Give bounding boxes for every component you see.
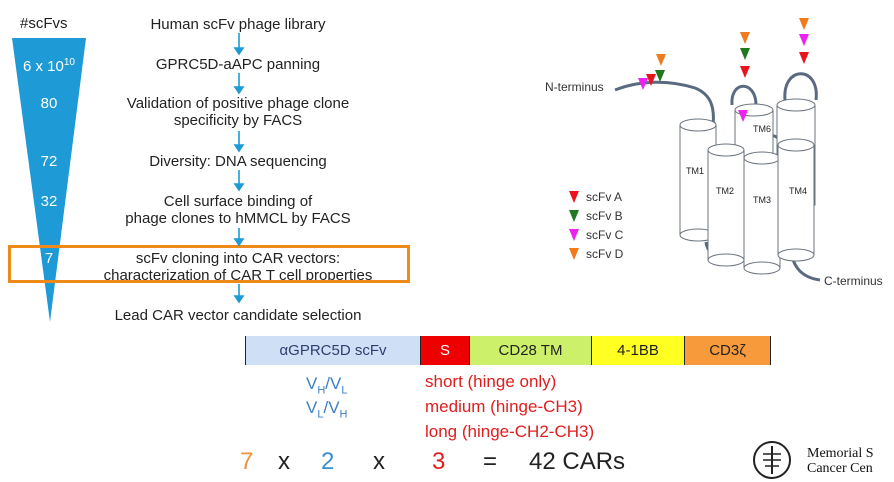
legend-scfv-b: scFv B — [568, 209, 623, 223]
marker-b2 — [740, 48, 750, 60]
legend-scfv-d: scFv D — [568, 247, 623, 261]
equation-equals: = — [483, 448, 498, 475]
tm6-label: TM6 — [753, 124, 771, 134]
helix-tm2 — [707, 143, 745, 267]
marker-d3 — [799, 18, 809, 30]
gprc5d-receptor-diagram — [614, 18, 821, 282]
count-library: 6 x 1010 — [14, 57, 84, 75]
construct-41bb: 4-1BB — [592, 336, 685, 365]
c-terminus-label: C-terminus — [824, 274, 883, 288]
count-library-base: 6 x 10 — [23, 58, 64, 75]
variant-vh-vl: VH/VL — [306, 374, 348, 397]
scfvs-header: #scFvs — [20, 15, 68, 32]
marker-b — [655, 70, 665, 82]
legend-label-a: scFv A — [586, 190, 623, 204]
highlight-box — [8, 245, 410, 283]
tm2-label: TM2 — [716, 186, 734, 196]
logo-text-line1: Memorial S — [807, 446, 874, 461]
institution-logo-icon — [753, 441, 791, 479]
construct-cd28tm: CD28 TM — [470, 336, 592, 365]
funnel-triangle — [12, 38, 86, 322]
logo-text-line2: Cancer Cen — [807, 461, 873, 476]
step-cloning: scFv cloning into CAR vectors: character… — [88, 250, 388, 284]
flow-arrows — [233, 33, 245, 304]
step-diversity: Diversity: DNA sequencing — [149, 153, 327, 170]
count-diversity: 72 — [40, 153, 58, 170]
marker-a3 — [799, 52, 809, 64]
spacer-long: long (hinge-CH2-CH3) — [425, 422, 595, 441]
spacer-medium: medium (hinge-CH3) — [425, 397, 583, 416]
count-binding: 32 — [40, 193, 58, 210]
step-validation-line1: Validation of positive phage clone — [126, 95, 350, 112]
helix-tm4 — [777, 138, 815, 262]
step-binding-line2: phage clones to hMMCL by FACS — [125, 210, 351, 227]
marker-c — [638, 78, 648, 90]
legend-label-b: scFv B — [586, 209, 623, 223]
step-cloning-line2: characterization of CAR T cell propertie… — [103, 267, 373, 284]
loop-top-1 — [730, 84, 758, 106]
count-validation: 80 — [40, 95, 58, 112]
equation-times-2: x — [373, 448, 385, 475]
equation-7: 7 — [240, 448, 254, 475]
n-terminus-tail — [614, 80, 715, 126]
legend-marker-b-icon — [569, 210, 579, 222]
step-binding: Cell surface binding of phage clones to … — [88, 193, 388, 227]
n-terminus-label: N-terminus — [545, 80, 604, 94]
count-library-exponent: 10 — [63, 57, 75, 68]
count-cloning: 7 — [44, 250, 54, 267]
marker-c2 — [738, 110, 748, 122]
legend-label-c: scFv C — [586, 228, 624, 242]
equation-3: 3 — [432, 448, 446, 475]
marker-d2 — [740, 32, 750, 44]
marker-a — [646, 74, 656, 86]
legend-scfv-c: scFv C — [568, 228, 623, 242]
marker-d — [656, 54, 666, 66]
equation-2: 2 — [321, 448, 335, 475]
legend-marker-a-icon — [569, 191, 579, 203]
variant-vl-vh: VL/VH — [306, 398, 348, 421]
step-cloning-line1: scFv cloning into CAR vectors: — [135, 250, 341, 267]
step-binding-line1: Cell surface binding of — [163, 193, 313, 210]
legend-marker-d-icon — [569, 248, 579, 260]
step-validation-line2: specificity by FACS — [173, 112, 303, 129]
step-panning: GPRC5D-aAPC panning — [155, 56, 321, 73]
tm4-label: TM4 — [789, 186, 807, 196]
legend-marker-c-icon — [569, 229, 579, 241]
loop-top-2 — [783, 72, 818, 101]
construct-cd3z: CD3ζ — [685, 336, 771, 365]
legend-scfv-a: scFv A — [568, 190, 622, 204]
tm1-label: TM1 — [686, 166, 704, 176]
spacer-short: short (hinge only) — [425, 372, 557, 391]
marker-a2 — [740, 66, 750, 78]
marker-c3 — [799, 34, 809, 46]
construct-scfv: αGPRC5D scFv — [246, 336, 421, 365]
legend-label-d: scFv D — [586, 247, 624, 261]
equation-result: 42 CARs — [529, 448, 626, 475]
step-lead: Lead CAR vector candidate selection — [114, 307, 362, 324]
tm3-label: TM3 — [753, 195, 771, 205]
helix-tm3 — [743, 151, 781, 275]
step-validation: Validation of positive phage clone speci… — [88, 95, 388, 129]
equation-times-1: x — [278, 448, 290, 475]
step-library: Human scFv phage library — [150, 16, 326, 33]
construct-spacer: S — [421, 336, 470, 365]
